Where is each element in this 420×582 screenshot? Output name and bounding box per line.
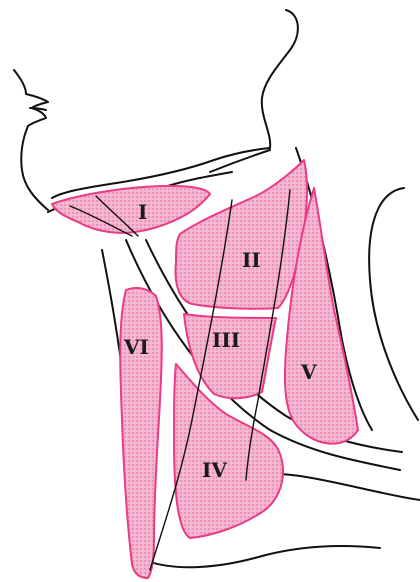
face-profile-outline (14, 70, 48, 210)
region-v-label: V (300, 360, 317, 384)
region-iii-area (184, 314, 276, 398)
region-i-area (52, 186, 210, 233)
ear-jaw-outline (262, 10, 298, 148)
region-i-label: I (138, 200, 147, 224)
region-vi-label: VI (123, 335, 149, 359)
hyoid-crease-line (168, 172, 232, 186)
region-vi-area (120, 288, 162, 578)
region-iv-label: IV (202, 458, 227, 482)
neck-base-outline (144, 546, 380, 567)
region-iii-label: III (212, 328, 240, 352)
region-ii-label: II (242, 248, 261, 272)
posterior-neck-outline (369, 188, 418, 420)
region-ii-area (176, 160, 307, 309)
